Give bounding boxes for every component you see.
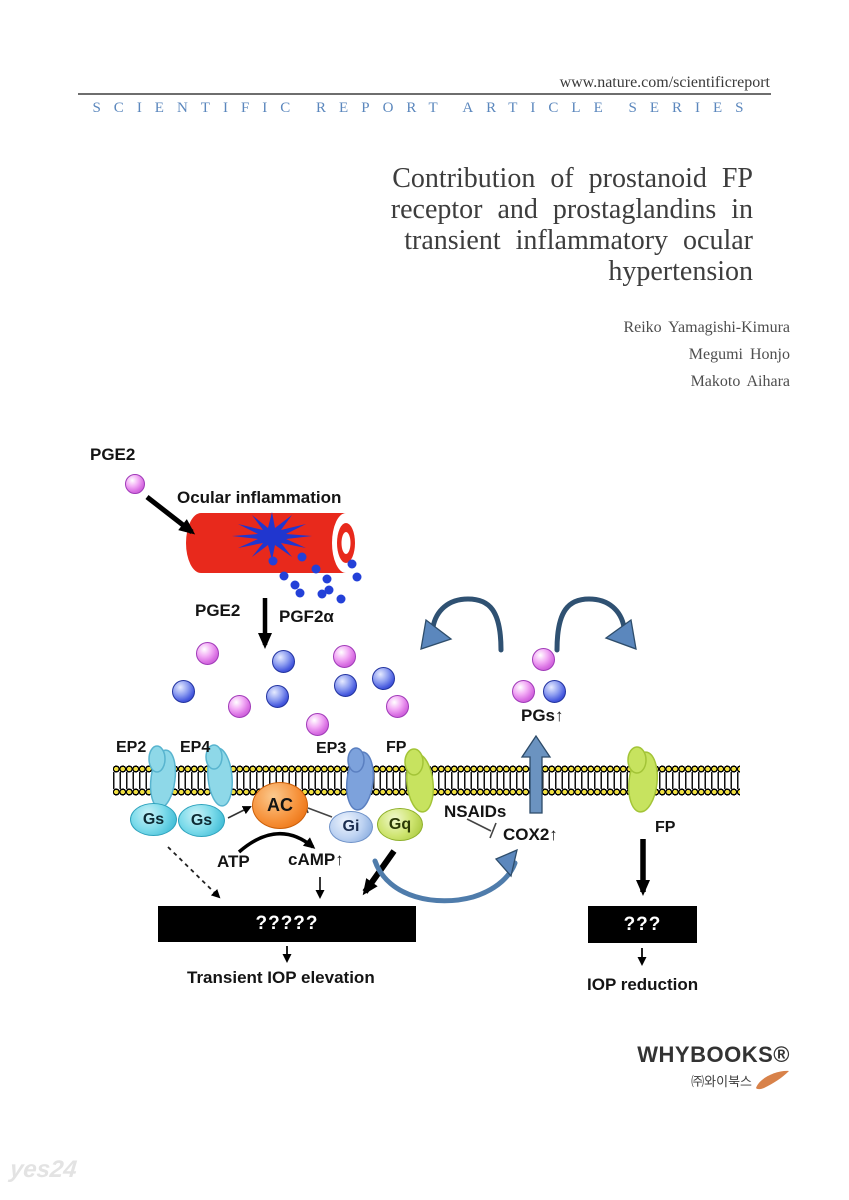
- gs-protein: Gs: [130, 803, 177, 836]
- article-title: Contribution of prostanoid FP receptor a…: [391, 163, 753, 287]
- label-pge2-mid: PGE2: [195, 601, 241, 620]
- label-ocular-inflammation: Ocular inflammation: [177, 488, 342, 507]
- arrow-pge2-to-vessel: [145, 495, 196, 535]
- inflammation-starburst: [232, 512, 312, 560]
- fp-receptor-right: [627, 746, 659, 813]
- arrow-pgs-up-through-membrane: [520, 734, 552, 814]
- gs-protein: Gs: [178, 804, 225, 837]
- label-transient-iop: Transient IOP elevation: [187, 968, 375, 987]
- ac-enzyme: AC: [252, 782, 308, 829]
- label-ep2: EP2: [116, 739, 147, 756]
- ep2-receptor: [148, 745, 177, 809]
- pg-sphere-pink: [196, 642, 219, 665]
- title-line: transient inflammatory ocular: [404, 225, 753, 256]
- gi-protein: Gi: [329, 811, 373, 843]
- arc-arrow-left: [420, 596, 504, 653]
- series-banner: SCIENTIFIC REPORT ARTICLE SERIES: [92, 100, 757, 116]
- arrow-atp-to-camp: [237, 832, 316, 854]
- label-camp: cAMP↑: [288, 850, 344, 869]
- author-list: Reiko Yamagishi-Kimura Megumi Honjo Mako…: [623, 314, 790, 395]
- label-nsaids: NSAIDs: [444, 802, 507, 821]
- arrow-dashed-to-box: [167, 846, 221, 899]
- ep4-receptor: [205, 744, 233, 807]
- pg-sphere-pink: [386, 695, 409, 718]
- label-iop-reduction: IOP reduction: [587, 975, 699, 994]
- label-pgs: PGs↑: [521, 706, 564, 725]
- pge2-sphere: [125, 474, 145, 494]
- title-line: receptor and prostaglandins in: [390, 194, 753, 225]
- author: Reiko Yamagishi-Kimura: [623, 319, 790, 336]
- unknown-pathway-box-left: ?????: [158, 906, 416, 942]
- fp-receptor-left: [404, 748, 435, 813]
- pg-sphere-blue: [372, 667, 395, 690]
- label-fp-left: FP: [386, 739, 407, 756]
- publisher-name: WHYBOOKS®: [637, 1042, 790, 1067]
- pg-sphere-pink: [228, 695, 251, 718]
- pg-sphere-blue: [272, 650, 295, 673]
- pg-sphere-pink: [512, 680, 535, 703]
- pg-sphere-pink: [532, 648, 555, 671]
- unknown-pathway-box-right: ???: [588, 906, 697, 943]
- label-fp-right: FP: [655, 819, 676, 836]
- mediator-dots: [268, 552, 362, 604]
- pg-sphere-blue: [266, 685, 289, 708]
- title-line: Contribution of prostanoid FP: [392, 163, 753, 194]
- header-rule: [78, 93, 771, 95]
- author: Makoto Aihara: [690, 373, 790, 390]
- label-pge2-top: PGE2: [90, 445, 136, 464]
- pg-sphere-pink: [333, 645, 356, 668]
- pg-sphere-blue: [334, 674, 357, 697]
- label-pgf2a: PGF2α: [279, 607, 334, 626]
- arc-arrow-right: [554, 596, 637, 653]
- gq-protein: Gq: [377, 808, 423, 841]
- publisher-korean-name: ㈜와이북스: [691, 1073, 752, 1089]
- arrow-gs-to-ac: [227, 806, 252, 819]
- pg-sphere-blue: [172, 680, 195, 703]
- author: Megumi Honjo: [688, 346, 790, 363]
- ep3-receptor: [345, 747, 375, 811]
- publisher-logo: WHYBOOKS® ㈜와이북스: [637, 1042, 790, 1091]
- label-cox2: COX2↑: [503, 825, 558, 844]
- pg-sphere-blue: [543, 680, 566, 703]
- label-atp: ATP: [217, 852, 250, 871]
- label-ep4: EP4: [180, 739, 211, 756]
- pg-sphere-pink: [306, 713, 329, 736]
- swoosh-arrow-to-cox2: [372, 848, 518, 904]
- label-ep3: EP3: [316, 740, 347, 757]
- title-line: hypertension: [608, 256, 753, 287]
- orange-swoosh-icon: [756, 1070, 789, 1090]
- yes24-watermark: yes24: [8, 1156, 79, 1183]
- inhibit-nsaids-to-cox2: [466, 818, 497, 839]
- journal-url: www.nature.com/scientificreport: [559, 74, 770, 91]
